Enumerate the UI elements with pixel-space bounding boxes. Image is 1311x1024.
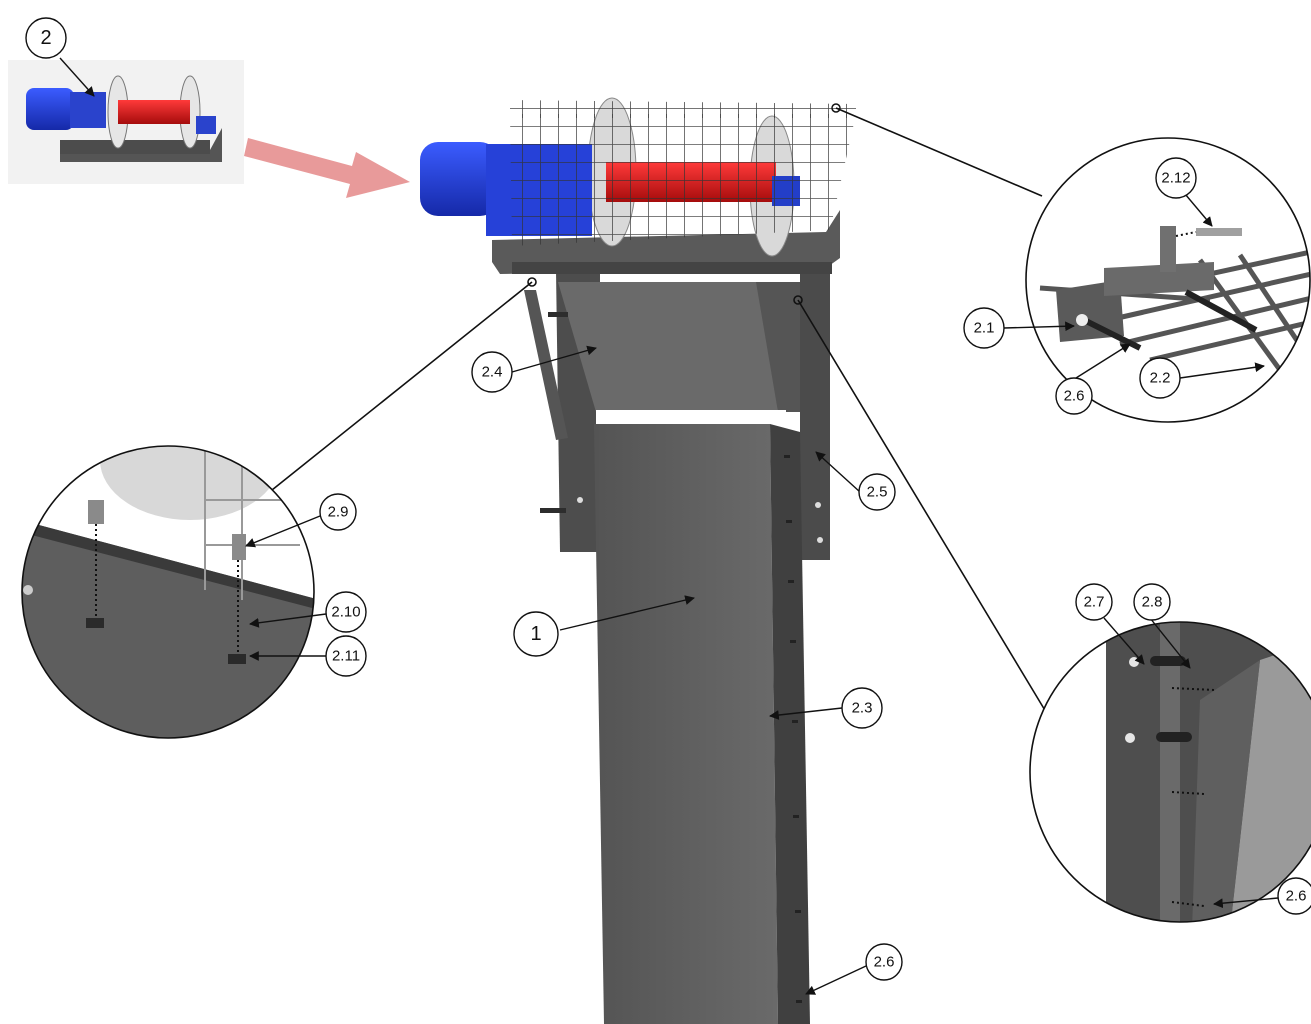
hoist-thumbnail (8, 60, 244, 184)
callout-2-3: 2.3 (852, 700, 873, 717)
callout-2-1: 2.1 (974, 320, 995, 337)
callout-2: 2 (40, 27, 51, 49)
winch-assembly (420, 97, 856, 274)
callout-2-6-top: 2.6 (1064, 388, 1085, 405)
callout-2-9: 2.9 (328, 504, 349, 521)
callout-2-8: 2.8 (1142, 594, 1163, 611)
callout-2-11: 2.11 (332, 648, 360, 665)
callout-2-10: 2.10 (331, 604, 360, 621)
callout-2-2: 2.2 (1150, 370, 1171, 387)
callout-layer (25, 17, 1311, 995)
callout-2-5: 2.5 (867, 484, 888, 501)
detail-circle-bottom-right (1029, 621, 1311, 923)
detail-circle-left (21, 445, 315, 739)
callout-2-6-right: 2.6 (1286, 888, 1307, 905)
hoist-arrow (244, 138, 410, 198)
callout-2-4: 2.4 (482, 364, 503, 381)
callout-2-12: 2.12 (1161, 170, 1190, 187)
callout-2-7: 2.7 (1084, 594, 1105, 611)
callout-2-6-bottom: 2.6 (874, 954, 895, 971)
detail-leaders (261, 107, 1047, 713)
main-tower (524, 262, 830, 1024)
callout-1: 1 (530, 623, 541, 645)
callout-labels: 2 2.4 2.5 1 2.3 2.6 2.12 2.1 2.6 2.2 2.7… (40, 27, 1306, 971)
